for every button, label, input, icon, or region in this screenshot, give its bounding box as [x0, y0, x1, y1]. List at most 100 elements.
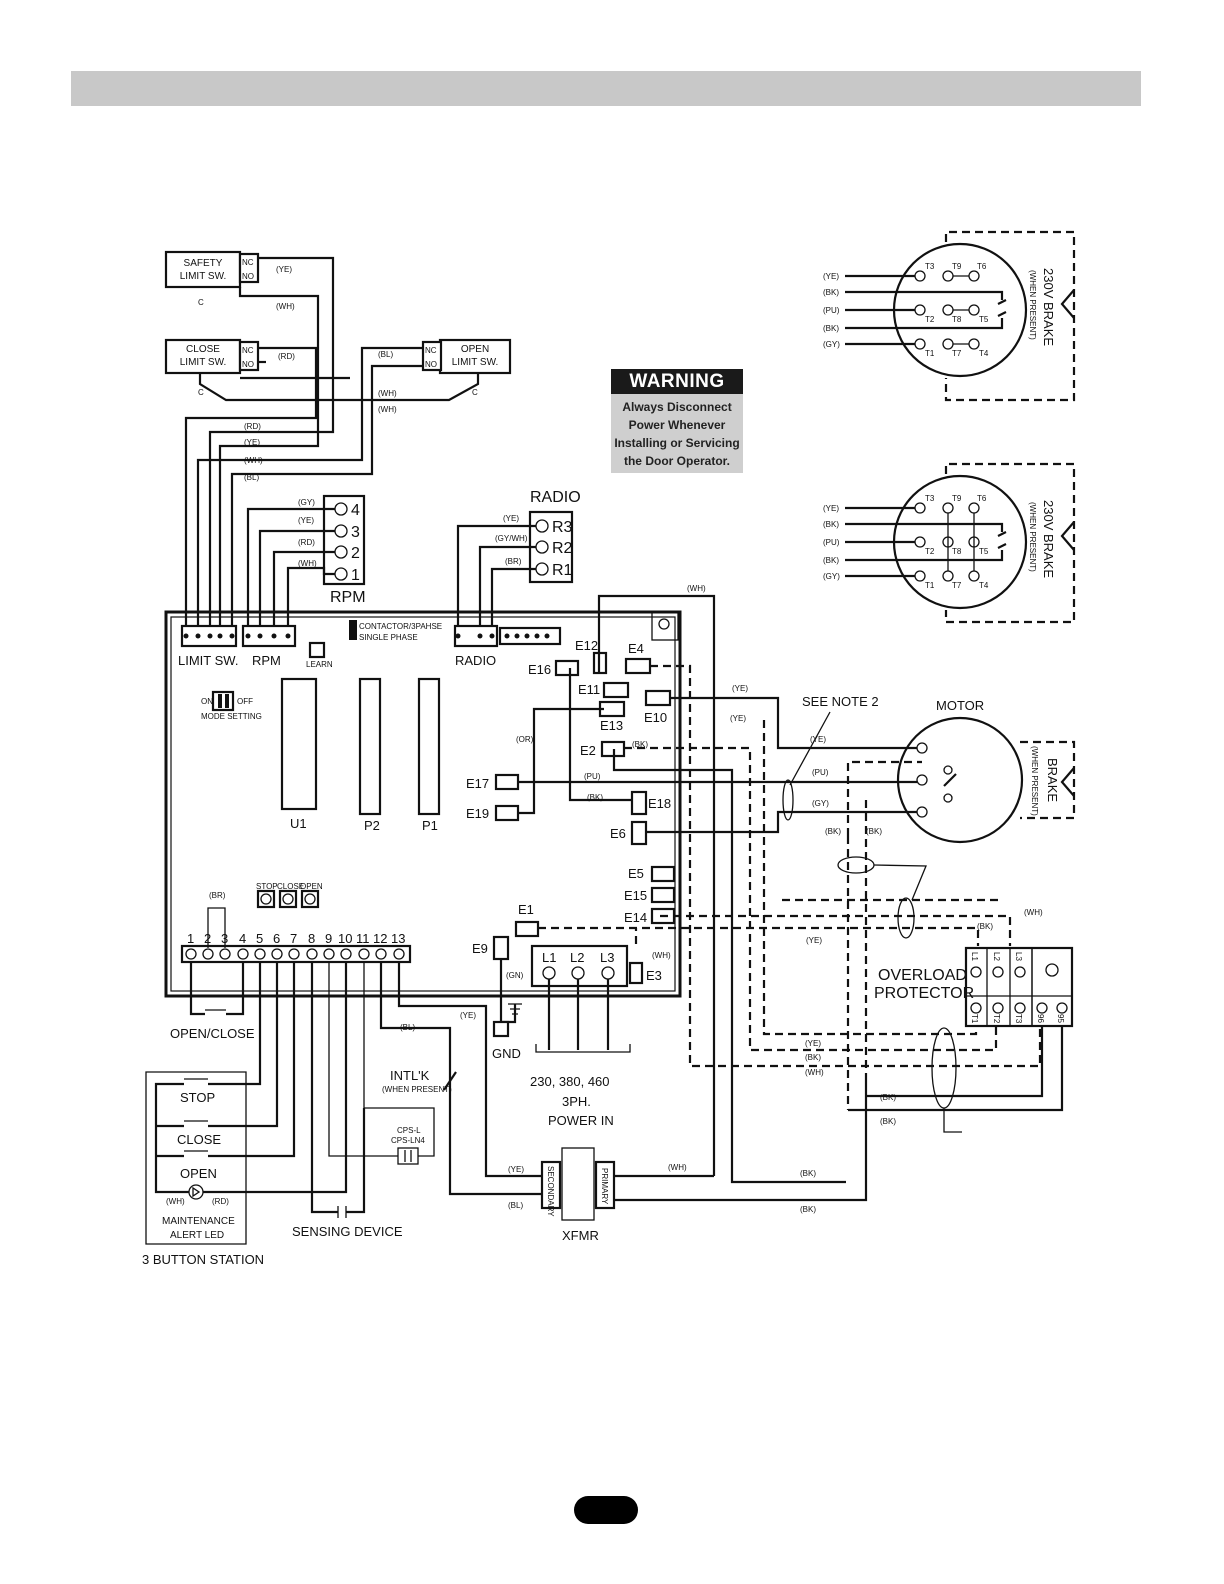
svg-text:(YE): (YE): [508, 1165, 524, 1174]
svg-text:1: 1: [187, 931, 194, 946]
svg-text:T5: T5: [979, 547, 989, 556]
svg-text:T7: T7: [952, 349, 962, 358]
learn-button[interactable]: LEARN: [306, 641, 333, 669]
board-stop-button[interactable]: STOP: [256, 882, 278, 909]
svg-text:(YE): (YE): [805, 1039, 821, 1048]
svg-text:NO: NO: [425, 360, 437, 369]
svg-text:T2: T2: [925, 315, 935, 324]
svg-text:4: 4: [351, 502, 360, 519]
board-close-button[interactable]: CLOSE: [277, 882, 304, 909]
svg-text:(BK): (BK): [880, 1117, 896, 1126]
svg-text:(RD): (RD): [278, 352, 295, 361]
svg-text:GND: GND: [492, 1046, 521, 1061]
motor: MOTOR BRAKE (WHEN PRESENT): [896, 698, 1076, 844]
svg-text:(WH): (WH): [378, 405, 397, 414]
svg-text:E10: E10: [644, 710, 667, 725]
svg-text:C: C: [198, 298, 204, 307]
svg-text:(GN): (GN): [506, 971, 524, 980]
svg-text:E11: E11: [578, 682, 600, 697]
svg-text:E18: E18: [648, 796, 671, 811]
svg-text:E1: E1: [518, 902, 534, 917]
warning-line: Always Disconnect: [622, 400, 732, 414]
board-pin-e9: E9: [472, 935, 510, 961]
svg-text:XFMR: XFMR: [562, 1228, 599, 1243]
warning-title: WARNING: [611, 369, 743, 394]
header-bar: [71, 71, 1141, 106]
svg-text:230V BRAKE: 230V BRAKE: [1041, 500, 1056, 578]
svg-text:OPEN: OPEN: [461, 344, 489, 355]
svg-text:10: 10: [338, 931, 352, 946]
svg-text:(WHEN PRESENT): (WHEN PRESENT): [1030, 746, 1039, 816]
svg-text:POWER IN: POWER IN: [548, 1113, 614, 1128]
svg-text:R3: R3: [552, 519, 573, 536]
svg-text:(YE): (YE): [732, 684, 748, 693]
board-pin-e19: E19: [466, 804, 520, 822]
svg-text:(BK): (BK): [823, 520, 839, 529]
board-pin-e5: E5: [628, 865, 676, 883]
svg-text:8: 8: [308, 931, 315, 946]
board-pin-e4: E4: [624, 641, 652, 675]
board-pin-e1: E1: [514, 902, 540, 938]
svg-text:L1: L1: [542, 950, 556, 965]
svg-text:12: 12: [373, 931, 387, 946]
svg-text:RADIO: RADIO: [530, 489, 581, 506]
svg-text:E2: E2: [580, 743, 596, 758]
board-open-button[interactable]: OPEN: [300, 882, 323, 909]
board-pin-e18: E18: [630, 790, 671, 816]
svg-text:E15: E15: [624, 888, 647, 903]
svg-text:T8: T8: [952, 315, 962, 324]
svg-text:(GY): (GY): [812, 799, 829, 808]
svg-text:(BK): (BK): [800, 1169, 816, 1178]
svg-text:NC: NC: [425, 346, 437, 355]
svg-text:230V BRAKE: 230V BRAKE: [1041, 268, 1056, 346]
mode-setting-switch[interactable]: ON OFF MODE SETTING: [201, 690, 262, 721]
svg-text:T2: T2: [992, 1014, 1001, 1024]
page-number-badge: [574, 1496, 638, 1524]
cps-sensor: CPS-L CPS-LN4: [391, 1126, 425, 1165]
svg-text:96: 96: [1036, 1014, 1045, 1023]
svg-text:5: 5: [256, 931, 263, 946]
rpm-connector: RPM: [241, 624, 297, 668]
svg-text:LIMIT SW.: LIMIT SW.: [452, 357, 499, 368]
open-limit-switch: OPEN LIMIT SW. NC NO C: [421, 338, 512, 397]
svg-text:ALERT LED: ALERT LED: [170, 1230, 224, 1241]
svg-text:L2: L2: [570, 950, 584, 965]
svg-text:E6: E6: [610, 826, 626, 841]
svg-text:(YE): (YE): [460, 1011, 476, 1020]
svg-text:RPM: RPM: [252, 653, 281, 668]
svg-text:CONTACTOR/3PAHSE: CONTACTOR/3PAHSE: [359, 622, 442, 631]
svg-text:CPS-LN4: CPS-LN4: [391, 1136, 425, 1145]
svg-text:L3: L3: [1014, 952, 1023, 961]
svg-text:(WHEN PRESENT): (WHEN PRESENT): [1028, 270, 1037, 340]
svg-text:OVERLOAD: OVERLOAD: [878, 967, 967, 984]
warning-label: WARNING Always Disconnect Power Whenever…: [611, 369, 743, 473]
limit-switch-connector: LIMIT SW.: [178, 624, 238, 668]
svg-text:L1: L1: [970, 952, 979, 961]
header-p1: P1: [417, 677, 441, 833]
svg-text:(WH): (WH): [687, 584, 706, 593]
svg-text:T6: T6: [977, 494, 987, 503]
svg-text:T3: T3: [1014, 1014, 1023, 1024]
svg-text:SEE NOTE 2: SEE NOTE 2: [802, 694, 879, 709]
svg-text:3PH.: 3PH.: [562, 1094, 591, 1109]
svg-text:(OR): (OR): [516, 735, 534, 744]
svg-text:RPM: RPM: [330, 589, 366, 606]
radio-connector: RADIO: [453, 624, 499, 668]
svg-text:E9: E9: [472, 941, 488, 956]
svg-text:E17: E17: [466, 776, 489, 791]
svg-text:T9: T9: [952, 494, 962, 503]
warning-line: Power Whenever: [628, 418, 726, 432]
svg-text:CLOSE: CLOSE: [186, 344, 220, 355]
svg-text:CLOSE: CLOSE: [277, 882, 304, 891]
svg-text:C: C: [198, 388, 204, 397]
svg-text:6: 6: [273, 931, 280, 946]
close-limit-switch: CLOSE LIMIT SW. NC NO C: [164, 338, 260, 397]
svg-text:L2: L2: [992, 952, 1001, 961]
svg-text:(YE): (YE): [298, 516, 314, 525]
svg-text:(WH): (WH): [668, 1163, 687, 1172]
svg-text:E14: E14: [624, 910, 647, 925]
svg-text:T7: T7: [952, 581, 962, 590]
